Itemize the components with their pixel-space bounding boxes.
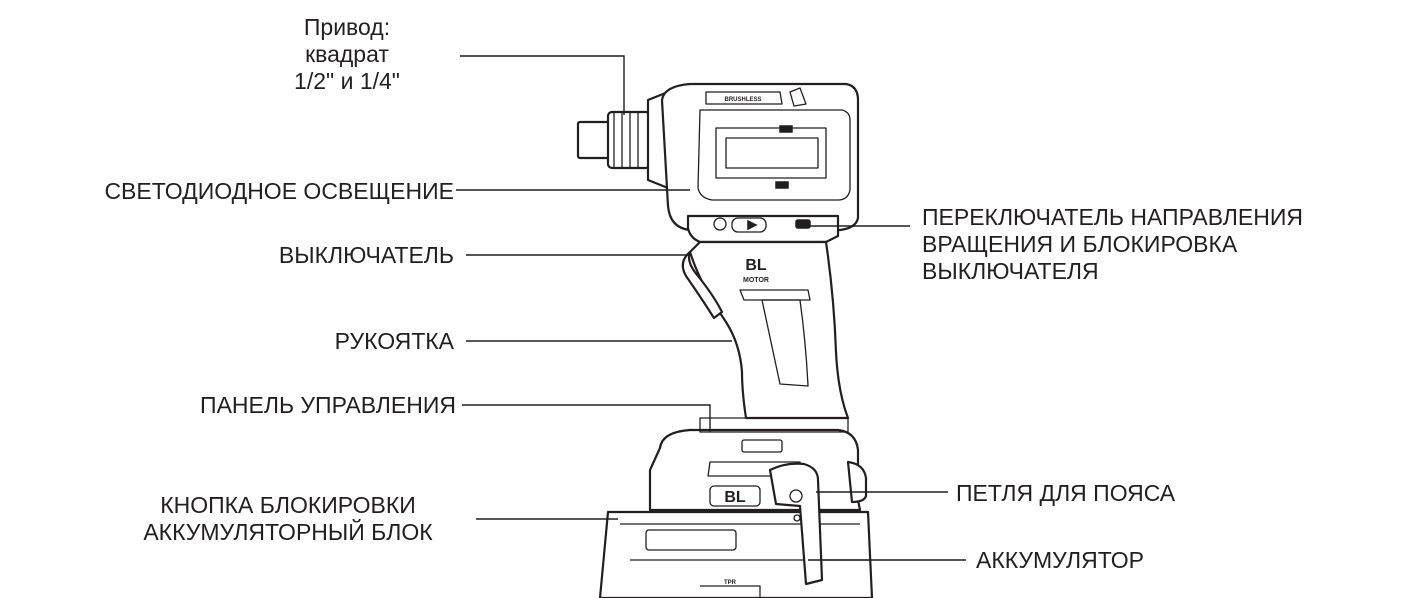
belt-clip-drawing (768, 462, 824, 586)
grip: BL MOTOR (681, 240, 850, 420)
label-control-panel: ПАНЕЛЬ УПРАВЛЕНИЯ (200, 392, 456, 418)
trigger-area (686, 214, 840, 244)
motor-grip-marking: MOTOR (743, 277, 769, 284)
tool-base: BL (648, 417, 868, 512)
tpr-marking: TPR (724, 580, 737, 586)
label-drive: Привод: квадрат 1/2" и 1/4" (294, 14, 400, 94)
label-battery: АККУМУЛЯТОР (976, 547, 1144, 573)
bl-grip-marking: BL (745, 257, 767, 274)
motor-housing: BRUSHLESS (660, 82, 860, 232)
square-drive (576, 110, 652, 170)
battery-pack: TPR (598, 510, 874, 598)
label-switch: ВЫКЛЮЧАТЕЛЬ (278, 242, 454, 268)
brushless-marking: BRUSHLESS (724, 97, 761, 103)
leader-control-panel (462, 404, 711, 432)
label-handle: РУКОЯТКА (334, 328, 454, 354)
label-belt-clip: ПЕТЛЯ ДЛЯ ПОЯСА (956, 480, 1176, 506)
label-battery-lock: КНОПКА БЛОКИРОВКИ АККУМУЛЯТОРНЫЙ БЛОК (143, 492, 433, 545)
leader-lines (456, 55, 966, 561)
leader-drive (460, 55, 625, 115)
impact-wrench-drawing: BRUSHLESS BL MOTOR (576, 82, 874, 598)
label-direction-switch: ПЕРЕКЛЮЧАТЕЛЬ НАПРАВЛЕНИЯ ВРАЩЕНИЯ И БЛО… (922, 204, 1303, 284)
label-led: СВЕТОДИОДНОЕ ОСВЕЩЕНИЕ (104, 178, 454, 204)
bl-base-marking: BL (724, 489, 746, 506)
